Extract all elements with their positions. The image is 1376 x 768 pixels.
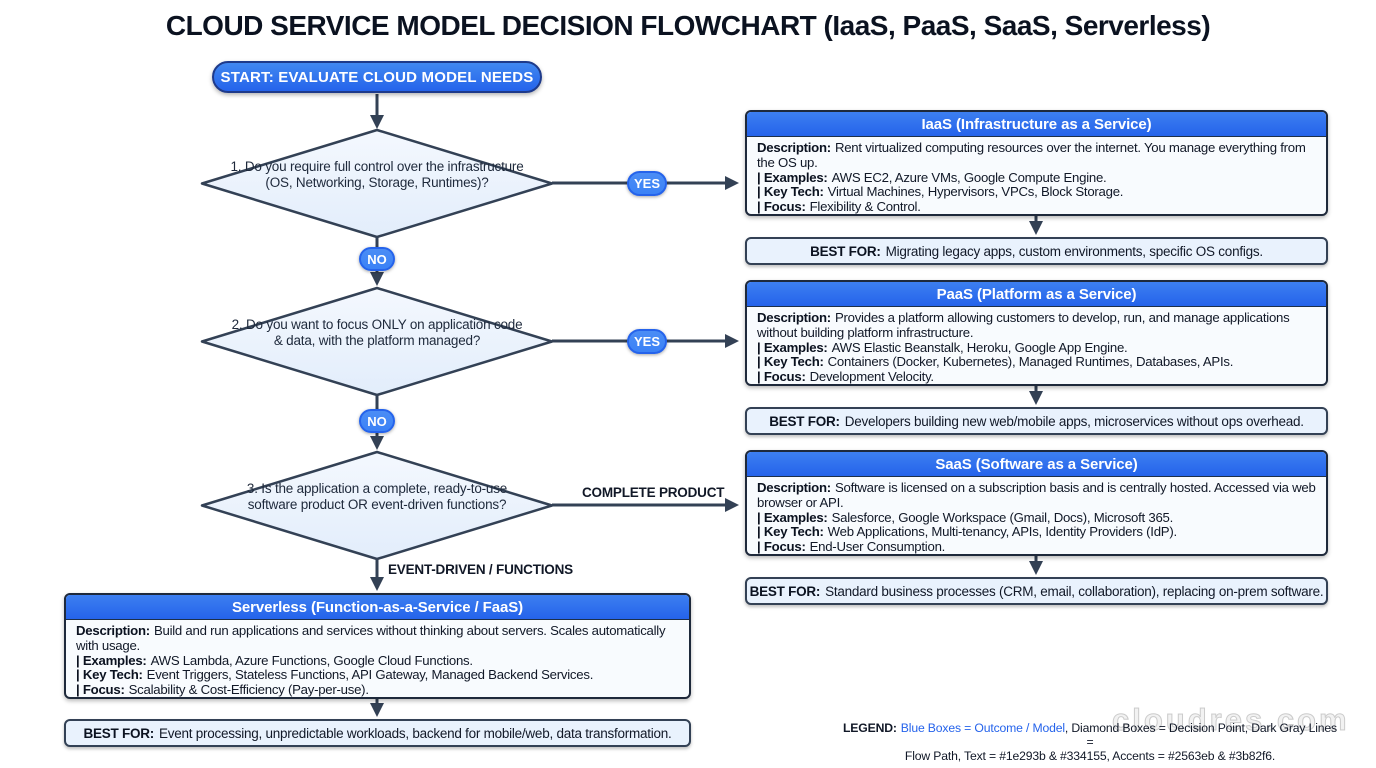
serverless-key-tech: | Key Tech:Event Triggers, Stateless Fun… [76, 667, 679, 683]
saas-description: Description:Software is licensed on a su… [757, 480, 1316, 511]
field-text: Build and run applications and services … [76, 623, 666, 653]
legend-label: LEGEND: [842, 721, 897, 735]
decision-1-text: 1. Do you require full control over the … [230, 159, 524, 190]
paas-examples: | Examples:AWS Elastic Beanstalk, Heroku… [757, 339, 1316, 356]
field-text: Virtual Machines, Hypervisors, VPCs, Blo… [827, 184, 1124, 200]
field-label: | Focus: [757, 199, 806, 215]
decision-diamond-2 [200, 286, 554, 397]
field-text: AWS EC2, Azure VMs, Google Compute Engin… [831, 169, 1107, 185]
saas-card: SaaS (Software as a Service) Description… [745, 450, 1328, 556]
best-for-text: Migrating legacy apps, custom environmen… [885, 243, 1263, 259]
decision-diamond-3 [200, 450, 554, 561]
edge-no-1-badge: NO [359, 247, 395, 271]
field-label: | Focus: [76, 682, 125, 698]
best-for-label: BEST FOR: [769, 413, 840, 429]
paas-card-body: Description:Provides a platform allowing… [747, 307, 1326, 385]
field-text: Development Velocity. [809, 369, 935, 385]
field-text: Rent virtualized computing resources ove… [757, 140, 1306, 170]
field-label: Description: [76, 623, 150, 638]
serverless-card-body: Description:Build and run applications a… [66, 620, 689, 698]
field-text: Web Applications, Multi-tenancy, APIs, I… [827, 524, 1178, 540]
serverless-best-for: BEST FOR:Event processing, unpredictable… [64, 719, 691, 747]
field-label: | Examples: [757, 339, 828, 355]
field-text: Scalability & Cost-Efficiency (Pay-per-u… [128, 682, 369, 698]
legend-blue-text: Blue Boxes = Outcome / Model [900, 721, 1065, 735]
saas-card-title: SaaS (Software as a Service) [747, 452, 1326, 477]
field-label: | Key Tech: [757, 524, 824, 540]
field-text: AWS Lambda, Azure Functions, Google Clou… [150, 652, 473, 668]
serverless-card-title: Serverless (Function-as-a-Service / FaaS… [66, 595, 689, 620]
best-for-label: BEST FOR: [810, 243, 881, 259]
field-label: | Key Tech: [757, 184, 824, 200]
iaas-key-tech: | Key Tech:Virtual Machines, Hypervisors… [757, 184, 1316, 200]
field-label: | Key Tech: [76, 667, 143, 683]
field-label: Description: [757, 480, 831, 495]
field-label: | Key Tech: [757, 354, 824, 370]
decision-3-text: 3. Is the application a complete, ready-… [246, 481, 508, 512]
field-text: Flexibility & Control. [809, 199, 921, 215]
paas-card-title: PaaS (Platform as a Service) [747, 282, 1326, 307]
paas-key-tech: | Key Tech:Containers (Docker, Kubernete… [757, 354, 1316, 370]
paas-focus: | Focus:Development Velocity. [757, 369, 1316, 385]
field-label: | Examples: [757, 169, 828, 185]
saas-examples: | Examples:Salesforce, Google Workspace … [757, 509, 1316, 526]
field-label: Description: [757, 140, 831, 155]
iaas-examples: | Examples:AWS EC2, Azure VMs, Google Co… [757, 169, 1316, 186]
field-text: AWS Elastic Beanstalk, Heroku, Google Ap… [831, 339, 1128, 355]
iaas-focus: | Focus:Flexibility & Control. [757, 199, 1316, 215]
saas-focus: | Focus:End-User Consumption. [757, 539, 1316, 555]
page-title: CLOUD SERVICE MODEL DECISION FLOWCHART (… [165, 10, 1211, 41]
field-text: Provides a platform allowing customers t… [757, 310, 1290, 340]
start-node: START: EVALUATE CLOUD MODEL NEEDS [212, 61, 542, 93]
saas-best-for: BEST FOR:Standard business processes (CR… [745, 577, 1328, 605]
decision-2-text: 2. Do you want to focus ONLY on applicat… [231, 317, 523, 348]
field-text: Containers (Docker, Kubernetes), Managed… [827, 354, 1234, 370]
field-label: Description: [757, 310, 831, 325]
legend-rest-line2: Flow Path, Text = #1e293b & #334155, Acc… [904, 749, 1276, 763]
best-for-label: BEST FOR: [749, 583, 821, 599]
field-label: | Examples: [76, 652, 147, 668]
field-label: | Focus: [757, 369, 806, 385]
serverless-examples: | Examples:AWS Lambda, Azure Functions, … [76, 652, 679, 669]
best-for-label: BEST FOR: [83, 725, 154, 741]
edge-yes-1-badge: YES [627, 171, 667, 196]
saas-key-tech: | Key Tech:Web Applications, Multi-tenan… [757, 524, 1316, 540]
iaas-best-for: BEST FOR:Migrating legacy apps, custom e… [745, 237, 1328, 265]
paas-card: PaaS (Platform as a Service) Description… [745, 280, 1328, 386]
saas-card-body: Description:Software is licensed on a su… [747, 477, 1326, 555]
decision-diamond-1 [200, 128, 554, 239]
legend-rest-line1: , Diamond Boxes = Decision Point, Dark G… [1064, 721, 1337, 749]
edge-event-driven-label: EVENT-DRIVEN / FUNCTIONS [388, 562, 573, 577]
field-text: Software is licensed on a subscription b… [757, 480, 1316, 510]
best-for-text: Standard business processes (CRM, email,… [825, 583, 1324, 599]
field-text: End-User Consumption. [809, 539, 946, 555]
edge-yes-2-badge: YES [627, 329, 667, 354]
serverless-description: Description:Build and run applications a… [76, 623, 679, 654]
iaas-card-title: IaaS (Infrastructure as a Service) [747, 112, 1326, 137]
field-text: Event Triggers, Stateless Functions, API… [146, 667, 594, 683]
best-for-text: Event processing, unpredictable workload… [158, 725, 672, 741]
field-label: | Focus: [757, 539, 806, 555]
iaas-card: IaaS (Infrastructure as a Service) Descr… [745, 110, 1328, 216]
edge-no-2-badge: NO [359, 409, 395, 433]
iaas-card-body: Description:Rent virtualized computing r… [747, 137, 1326, 215]
iaas-description: Description:Rent virtualized computing r… [757, 140, 1316, 171]
edge-complete-product-label: COMPLETE PRODUCT [582, 485, 725, 500]
paas-best-for: BEST FOR:Developers building new web/mob… [745, 407, 1328, 435]
legend: LEGEND:Blue Boxes = Outcome / Model, Dia… [840, 721, 1340, 763]
serverless-focus: | Focus:Scalability & Cost-Efficiency (P… [76, 682, 679, 698]
field-label: | Examples: [757, 509, 828, 525]
paas-description: Description:Provides a platform allowing… [757, 310, 1316, 341]
best-for-text: Developers building new web/mobile apps,… [844, 413, 1304, 429]
field-text: Salesforce, Google Workspace (Gmail, Doc… [831, 509, 1174, 525]
serverless-card: Serverless (Function-as-a-Service / FaaS… [64, 593, 691, 699]
